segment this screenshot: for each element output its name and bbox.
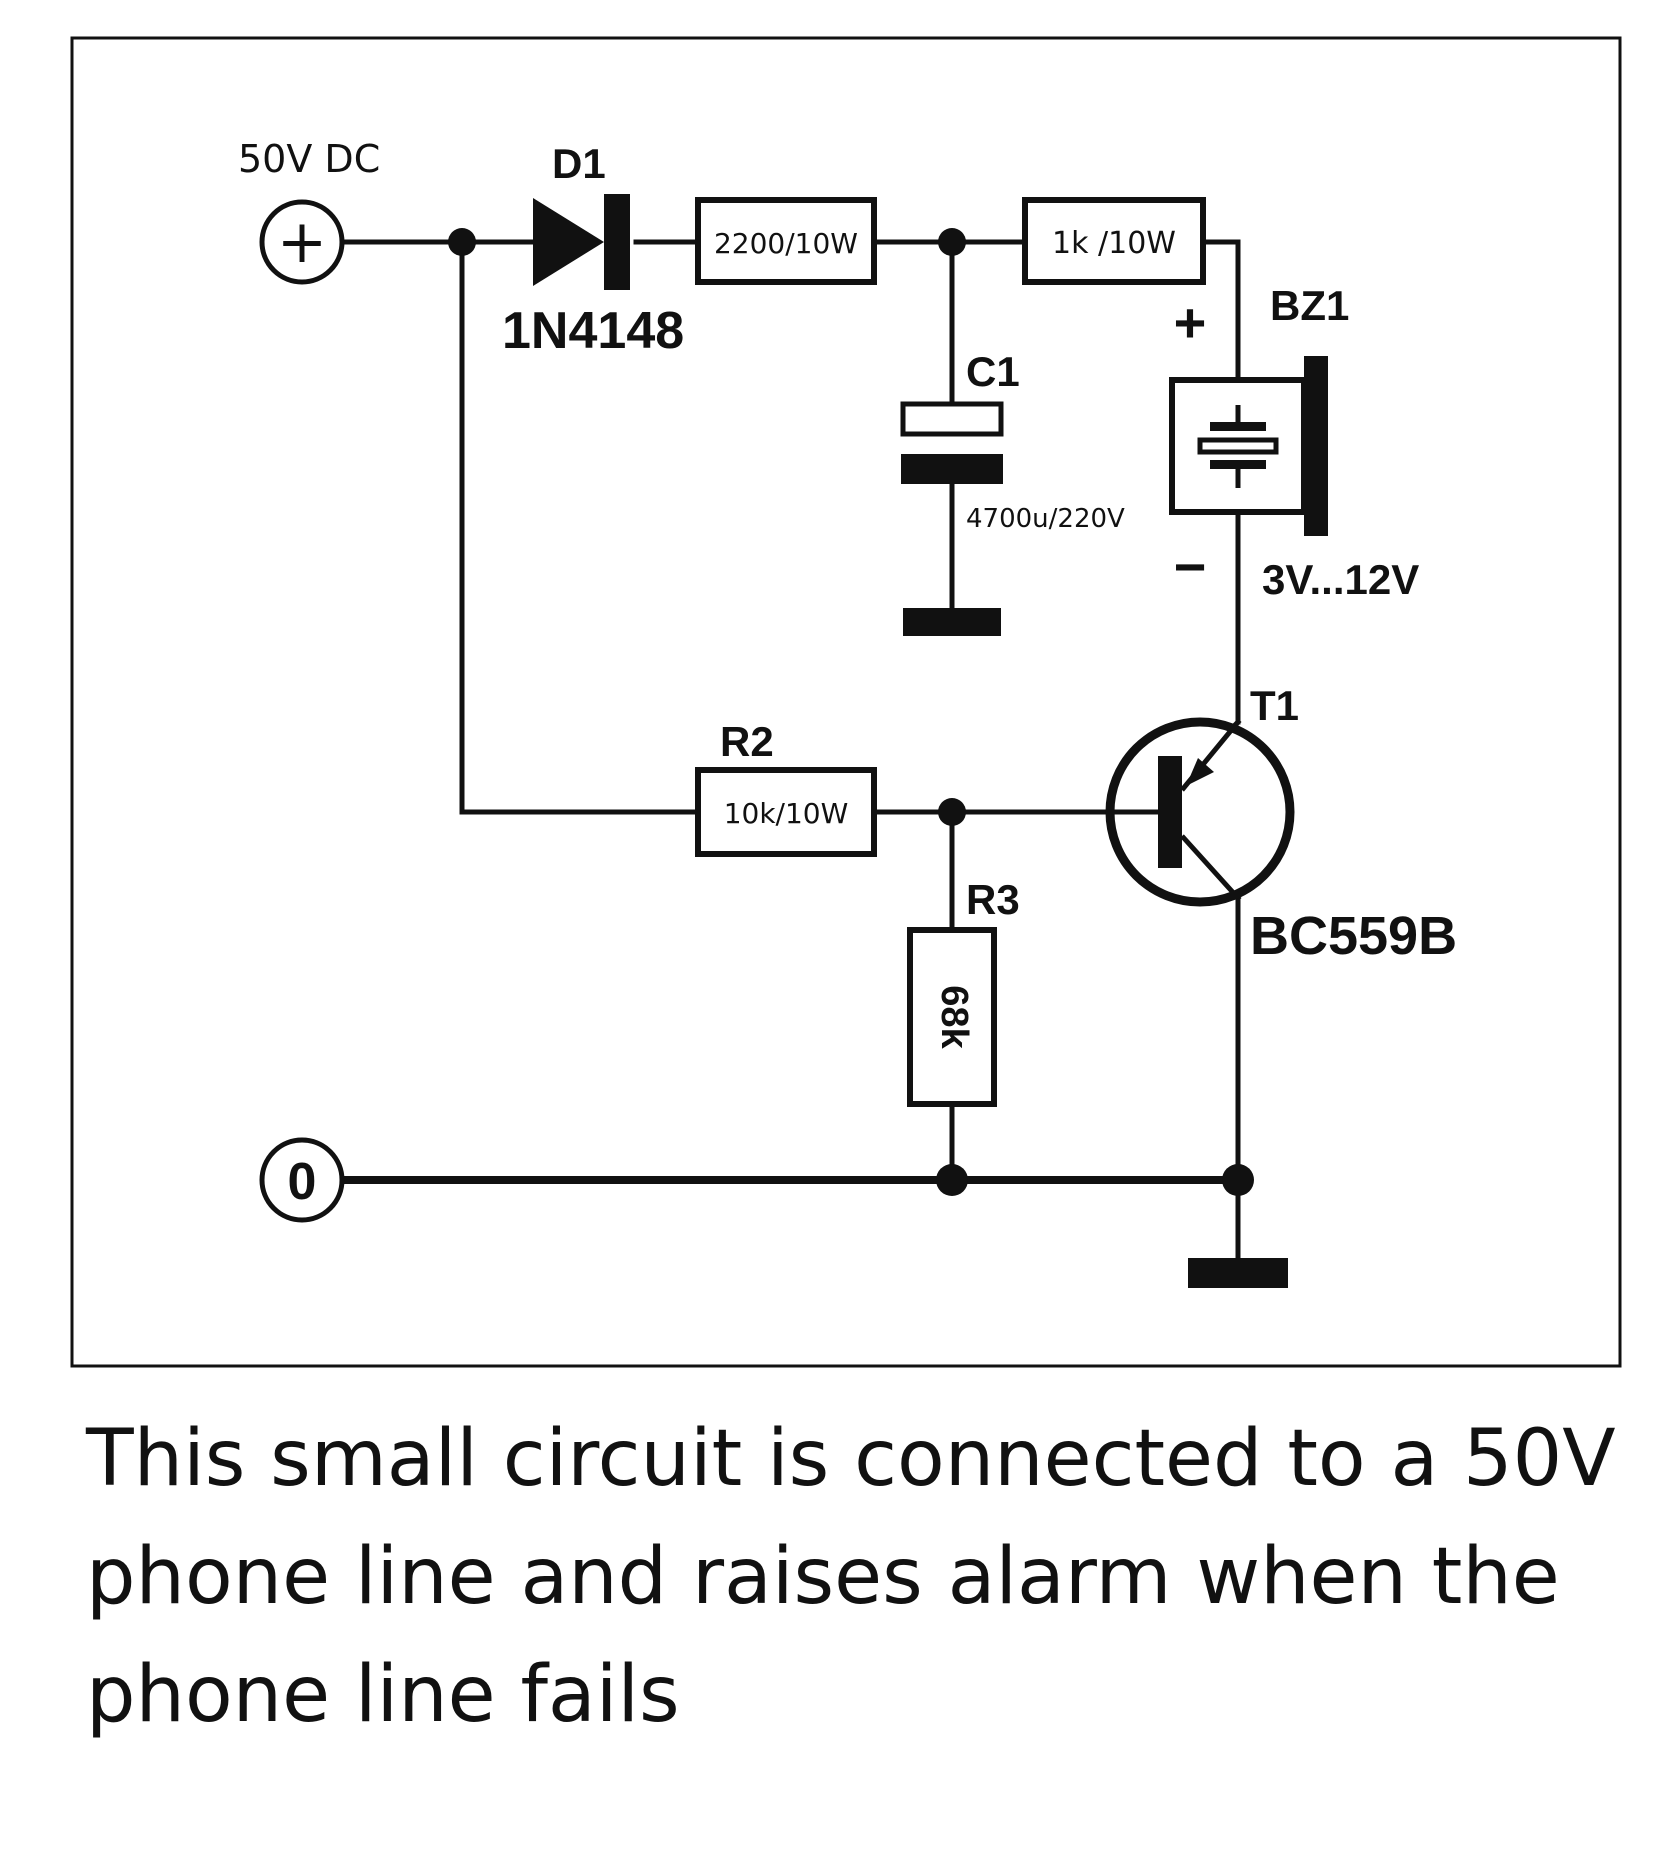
junction-dot (1222, 1164, 1254, 1196)
caption-text: This small circuit is connected to a 50V… (86, 1414, 1616, 1740)
resistor-r2-value: 10k/10W (724, 797, 849, 830)
resistor-r3: 68k R3 (907, 876, 1020, 1107)
schematic-frame (70, 36, 1622, 1368)
transistor-t1: T1 BC559B (1105, 682, 1457, 966)
ground-terminal: 0 (259, 1137, 345, 1223)
diode-d1: D1 1N4148 (502, 140, 684, 360)
capacitor-ref: C1 (966, 348, 1020, 395)
resistor-r2-ref: R2 (720, 718, 774, 765)
buzzer-voltage: 3V...12V (1262, 556, 1419, 603)
capacitor-c1: C1 4700u/220V (900, 348, 1125, 636)
resistor-r3-ref: R3 (966, 876, 1020, 923)
capacitor-value: 4700u/220V (966, 504, 1125, 534)
resistor-1k: 1k /10W (1022, 197, 1206, 285)
resistor-1k-value: 1k /10W (1052, 226, 1176, 261)
positive-terminal: + 50V DC (238, 137, 380, 285)
resistor-2200: 2200/10W (695, 197, 877, 285)
positive-terminal-symbol: + (277, 207, 327, 277)
junction-dot (938, 228, 966, 256)
wires (340, 239, 1242, 1275)
resistor-2200-value: 2200/10W (714, 227, 858, 260)
resistor-r3-value: 68k (933, 985, 975, 1049)
diode-part: 1N4148 (502, 302, 684, 360)
positive-terminal-label: 50V DC (238, 137, 380, 181)
junction-dots (448, 228, 1254, 1196)
ground-bar (903, 608, 1001, 636)
buzzer-minus: − (1174, 535, 1207, 598)
buzzer-plus: + (1174, 291, 1207, 354)
diode-ref: D1 (552, 140, 606, 187)
junction-dot (448, 228, 476, 256)
buzzer-bz1: BZ1 + − 3V...12V (1169, 282, 1419, 603)
buzzer-ref: BZ1 (1270, 282, 1349, 329)
ground-terminal-symbol: 0 (288, 1153, 317, 1211)
transistor-ref: T1 (1250, 682, 1299, 729)
junction-dot (938, 798, 966, 826)
junction-dot (936, 1164, 968, 1196)
transistor-part: BC559B (1250, 906, 1457, 966)
resistor-r2: 10k/10W R2 (695, 718, 877, 857)
ground-bar (1188, 1258, 1288, 1288)
